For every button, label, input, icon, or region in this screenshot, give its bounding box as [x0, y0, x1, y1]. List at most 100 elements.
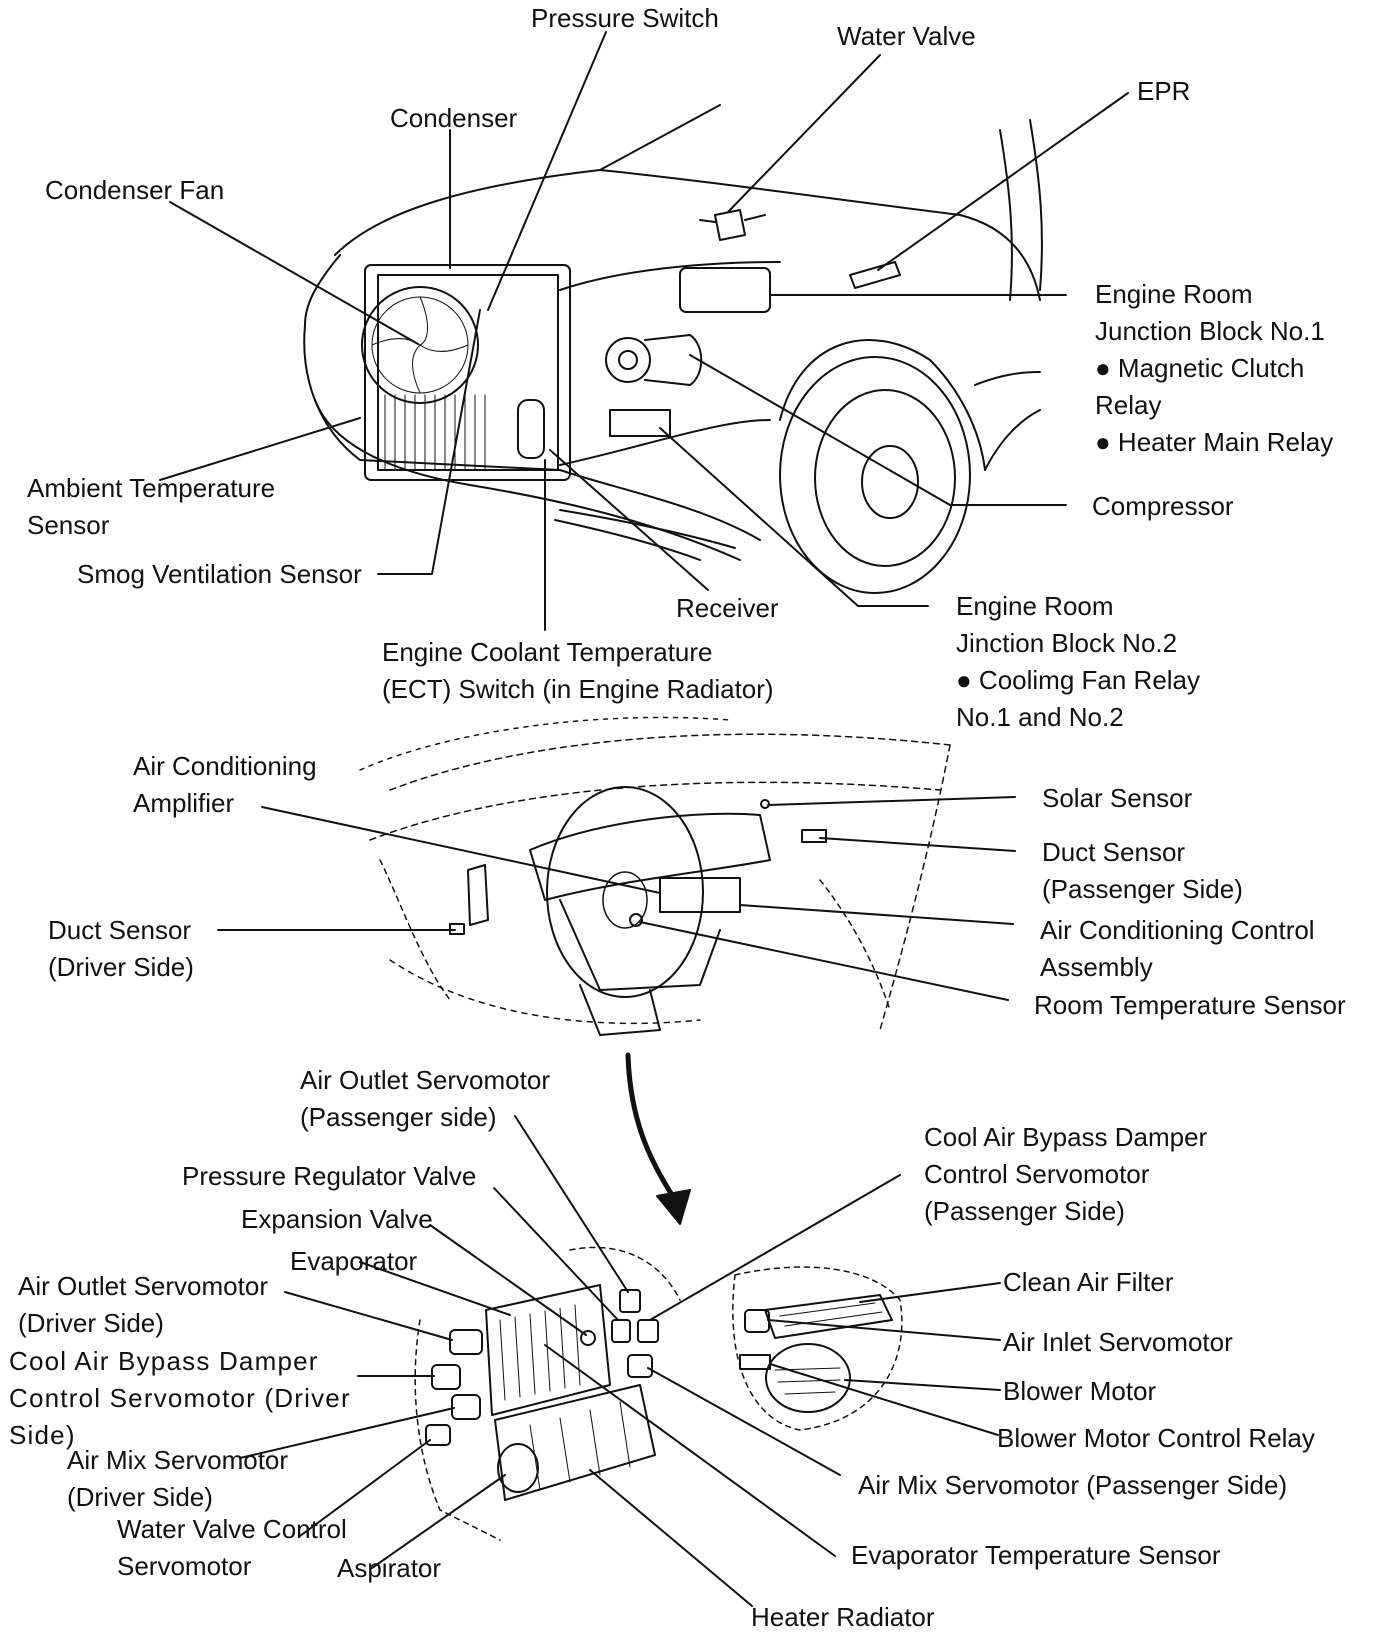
label-condenser-fan: Condenser Fan [45, 175, 225, 205]
label-clean-air-filter: Clean Air Filter [1003, 1267, 1174, 1297]
blower-housing-outline [732, 1266, 903, 1431]
label-blower-motor: Blower Motor [1003, 1376, 1157, 1406]
label-cool-air-bypass-passenger: Cool Air Bypass Damper Control Servomoto… [924, 1122, 1208, 1226]
leader-air-inlet [767, 1319, 1001, 1341]
label-ac-amplifier: Air Conditioning Amplifier [133, 751, 317, 818]
windshield-base [359, 716, 731, 771]
receiver-drier [517, 399, 545, 459]
leader-pressure-switch [487, 31, 607, 311]
dash-edge [369, 781, 941, 841]
leader-blower-motor [844, 1379, 1001, 1391]
bumper-stripe-2 [554, 519, 701, 561]
leader-blower-relay [769, 1363, 999, 1436]
location-arrow-head [656, 1189, 691, 1225]
leader-aspirator [371, 1474, 506, 1569]
right-pillar [879, 744, 951, 1031]
front-bumper [303, 324, 761, 541]
fender-line [559, 419, 771, 466]
dash-lower [389, 959, 701, 1025]
label-air-inlet-servomotor: Air Inlet Servomotor [1003, 1327, 1233, 1357]
leader-air-outlet-passenger [514, 1115, 629, 1293]
center-console [559, 899, 721, 991]
label-compressor: Compressor [1092, 491, 1234, 521]
left-vent [467, 864, 489, 926]
blower-motor-part [765, 1343, 851, 1413]
label-duct-sensor-driver: Duct Sensor (Driver Side) [48, 915, 194, 982]
room-temp-sensor-part [629, 913, 643, 927]
leader-lines [159, 31, 1129, 1607]
fan-blade-lines [371, 296, 469, 394]
compressor-hub [618, 350, 638, 370]
leader-water-valve-control [299, 1439, 431, 1537]
vehicle-front-illustration [303, 104, 1043, 594]
blower-fins [774, 1367, 841, 1395]
steering-hub [602, 871, 648, 929]
condenser-fins [384, 394, 486, 471]
passenger-duct-sensor-part [801, 829, 827, 843]
leader-duct-passenger [819, 837, 1016, 852]
hood-outline [334, 104, 721, 256]
label-ambient-temperature-sensor: Ambient Temperature Sensor [27, 473, 276, 540]
leader-evap-temp [544, 1344, 836, 1557]
label-air-mix-servomotor-passenger: Air Mix Servomotor (Passenger Side) [858, 1470, 1288, 1500]
door-line [974, 371, 1041, 386]
wheel-hub [861, 445, 919, 519]
blower-relay-part [739, 1354, 771, 1370]
bumper-stripe-1 [559, 509, 736, 549]
label-pressure-switch: Pressure Switch [531, 3, 719, 33]
cool-air-bypass-servomotor-driver [431, 1364, 461, 1390]
wheel-arch [779, 339, 986, 471]
ac-control-panel [659, 877, 741, 913]
label-ect-switch: Engine Coolant Temperature (ECT) Switch … [382, 637, 774, 704]
hvac-unit-illustration [414, 1246, 903, 1541]
air-outlet-servomotor-driver [449, 1329, 483, 1355]
dash-top [389, 733, 951, 791]
label-pressure-regulator-valve: Pressure Regulator Valve [182, 1161, 477, 1191]
leader-epr [877, 92, 1129, 271]
label-engine-room-junction-block-1: Engine Room Junction Block No.1 ● Magnet… [1095, 279, 1334, 457]
label-blower-motor-control-relay: Blower Motor Control Relay [997, 1423, 1315, 1453]
cool-air-bypass-passenger-part [637, 1319, 659, 1343]
label-smog-ventilation-sensor: Smog Ventilation Sensor [77, 559, 362, 589]
heater-radiator-core [494, 1384, 656, 1501]
leader-receiver [549, 449, 709, 591]
leader-jb2 [659, 427, 929, 607]
hvac-housing-top [569, 1246, 681, 1301]
solar-sensor-part [760, 799, 770, 809]
location-arrow [625, 1052, 675, 1198]
leader-ac-amplifier [261, 806, 661, 894]
epr-body [849, 261, 901, 289]
hood-edge [599, 169, 1041, 301]
water-valve-control-servomotor-part [425, 1424, 451, 1446]
leader-condenser-fan [169, 201, 419, 345]
pressure-regulator-valve-part [611, 1319, 631, 1343]
leader-expansion-valve [429, 1224, 587, 1336]
label-air-outlet-servomotor-passenger: Air Outlet Servomotor (Passenger side) [300, 1065, 550, 1132]
air-mix-servomotor-passenger-part [627, 1354, 653, 1378]
evaporator-fins [499, 1304, 581, 1401]
label-duct-sensor-passenger: Duct Sensor (Passenger Side) [1042, 837, 1243, 904]
label-expansion-valve: Expansion Valve [241, 1204, 433, 1234]
compressor-pulley [605, 337, 651, 383]
leader-smog [377, 309, 481, 575]
lower-duct [579, 984, 661, 1036]
a-pillar [999, 129, 1013, 301]
hvac-housing-left [414, 1319, 501, 1541]
evaporator-core [485, 1284, 611, 1416]
leader-air-mix-driver [239, 1407, 455, 1459]
label-heater-radiator: Heater Radiator [751, 1602, 935, 1632]
condenser-fan-shroud [361, 286, 479, 404]
condenser-frame [377, 274, 559, 471]
air-mix-servomotor-driver [451, 1394, 481, 1420]
leader-compressor-bend [689, 354, 951, 506]
air-filter-part [764, 1294, 893, 1339]
hood-inner-line [559, 261, 781, 291]
junction-block-1 [679, 267, 771, 313]
leader-clean-air-filter [859, 1282, 1001, 1303]
label-air-outlet-servomotor-driver: Air Outlet Servomotor (Driver Side) [18, 1271, 268, 1338]
label-aspirator: Aspirator [337, 1553, 442, 1583]
label-evaporator: Evaporator [290, 1246, 418, 1276]
label-receiver: Receiver [676, 593, 779, 623]
leader-water-valve [727, 54, 881, 213]
